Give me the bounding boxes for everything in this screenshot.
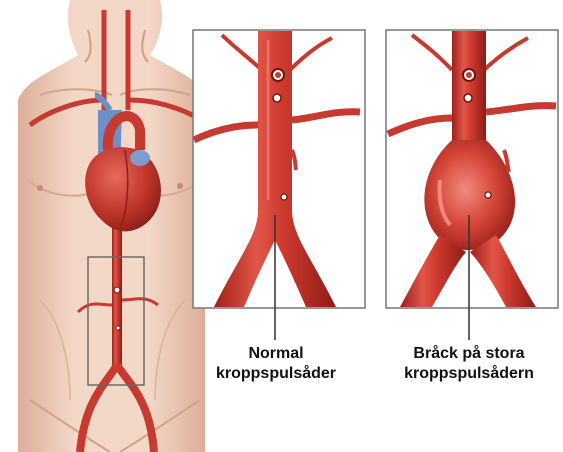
normal-caption-line1: Normal bbox=[196, 344, 356, 364]
aneurysm-caption-line1: Bråck på stora bbox=[384, 344, 554, 364]
normal-caption-line2: kroppspulsåder bbox=[196, 364, 356, 384]
normal-aorta-caption: Normal kroppspulsåder bbox=[196, 344, 356, 384]
aneurysm-caption-line2: kroppspulsådern bbox=[384, 364, 554, 384]
aneurysm-panel bbox=[386, 30, 558, 340]
normal-aorta-panel bbox=[193, 30, 365, 340]
aneurysm-caption: Bråck på stora kroppspulsådern bbox=[384, 344, 554, 384]
